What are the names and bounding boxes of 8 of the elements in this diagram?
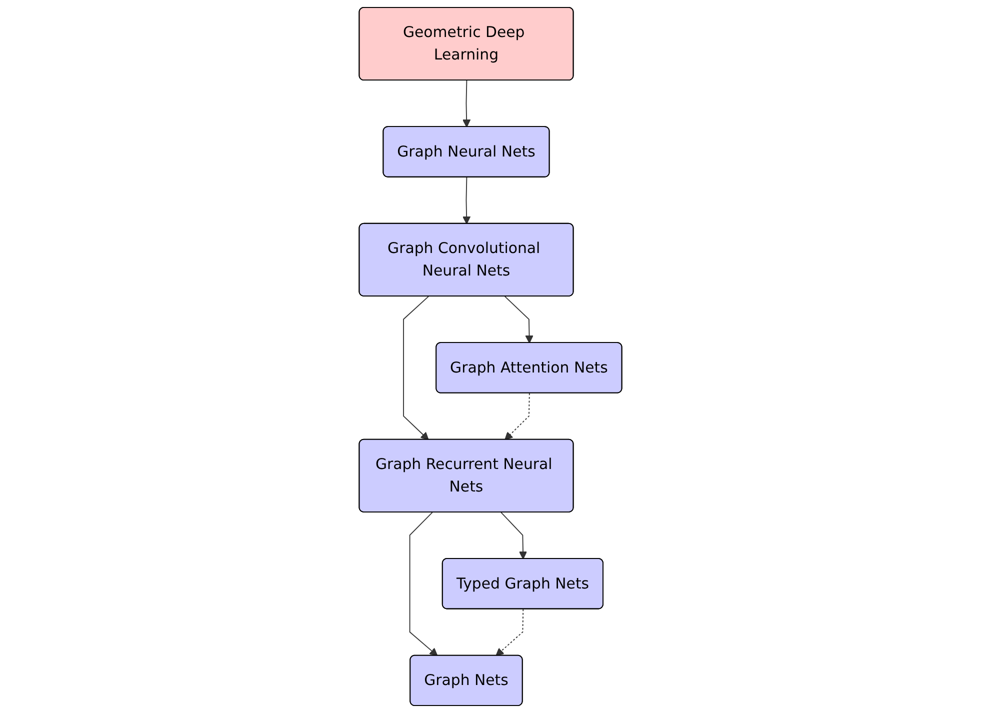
arrow <box>462 80 471 128</box>
arrow <box>403 296 429 440</box>
arrow <box>462 176 471 224</box>
arrow <box>504 392 530 440</box>
arrow <box>504 296 534 344</box>
arrow <box>409 512 438 656</box>
arrow <box>496 608 524 656</box>
arrow <box>500 512 528 560</box>
